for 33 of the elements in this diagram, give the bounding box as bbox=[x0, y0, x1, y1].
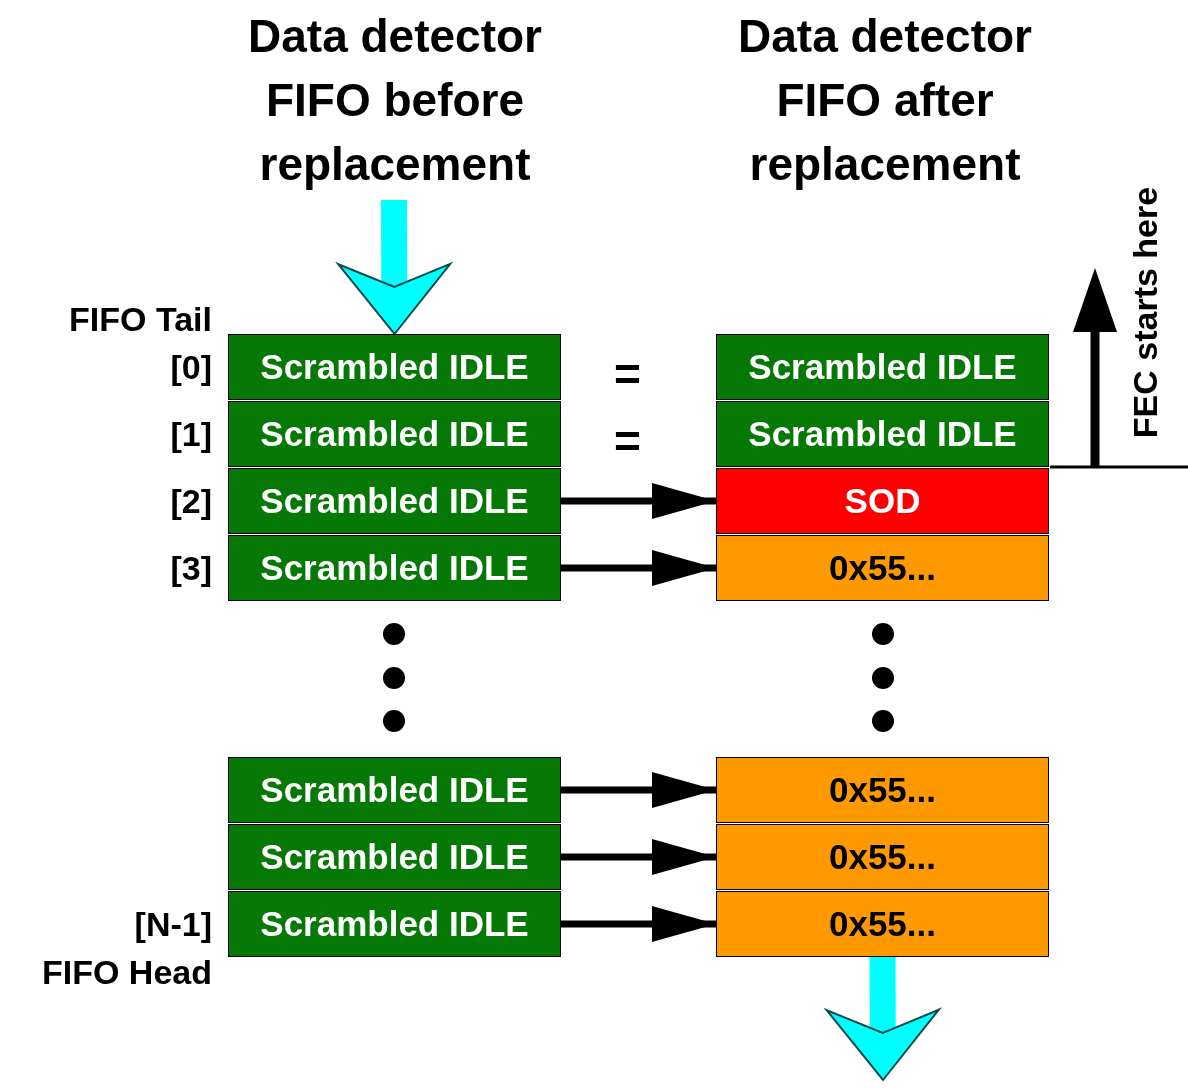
fifo-entry: Scrambled IDLE bbox=[228, 535, 561, 601]
fifo-entry: 0x55... bbox=[716, 891, 1049, 957]
arrow bbox=[561, 839, 716, 875]
fifo-entry: Scrambled IDLE bbox=[716, 334, 1049, 400]
equals-sign: = bbox=[614, 414, 641, 469]
fec-start-label: FEC starts here bbox=[1124, 185, 1165, 441]
fifo-entry: Scrambled IDLE bbox=[228, 334, 561, 400]
fifo-entry: Scrambled IDLE bbox=[228, 891, 561, 957]
index-label: [0] bbox=[170, 347, 212, 388]
fifo-tail-label: FIFO Tail bbox=[69, 299, 212, 340]
arrow bbox=[561, 772, 716, 808]
column-title: Data detector FIFO after replacement bbox=[737, 9, 1033, 192]
fifo-entry: 0x55... bbox=[716, 824, 1049, 890]
arrow bbox=[561, 550, 716, 586]
equals-sign: = bbox=[614, 347, 641, 402]
fifo-entry: Scrambled IDLE bbox=[228, 468, 561, 534]
index-label: [3] bbox=[170, 548, 212, 589]
fifo-head-label: FIFO Head bbox=[41, 952, 212, 993]
fifo-entry: SOD bbox=[716, 468, 1049, 534]
column-title: Data detector FIFO before replacement bbox=[247, 9, 543, 192]
index-label: [1] bbox=[170, 414, 212, 455]
index-label: [N-1] bbox=[134, 904, 212, 945]
block-arrow bbox=[825, 956, 940, 1081]
fifo-entry: Scrambled IDLE bbox=[716, 401, 1049, 467]
block-arrow bbox=[337, 199, 452, 335]
index-label: [2] bbox=[170, 481, 212, 522]
fifo-entry: Scrambled IDLE bbox=[228, 401, 561, 467]
fifo-entry: 0x55... bbox=[716, 535, 1049, 601]
fifo-entry: 0x55... bbox=[716, 757, 1049, 823]
fifo-entry: Scrambled IDLE bbox=[228, 757, 561, 823]
arrow bbox=[561, 483, 716, 519]
arrow bbox=[561, 906, 716, 942]
fifo-entry: Scrambled IDLE bbox=[228, 824, 561, 890]
